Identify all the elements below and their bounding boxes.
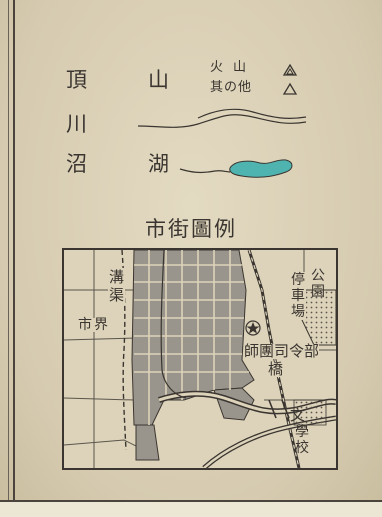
city-legend-title: 市街圖例 [145, 217, 237, 241]
other-peak-triangle-icon [282, 82, 298, 95]
legend-lake-label: 湖 [148, 152, 169, 176]
railway-dashes [248, 250, 300, 468]
school-area [293, 399, 327, 426]
legend-swamp-label: 沼 [66, 152, 87, 176]
legend-volcano-label: 火山 [210, 60, 257, 75]
city-boundary-label: 市界 [78, 317, 110, 333]
school-label: 學校 [295, 424, 309, 456]
bridge-marks [268, 399, 290, 419]
legend-mountain-label: 山 [148, 68, 169, 92]
river-band-lower [202, 415, 336, 468]
legend-other-peak-label: 其の他 [210, 80, 253, 95]
canal-line [160, 250, 187, 399]
legend-river-label: 川 [66, 112, 87, 136]
park-label: 公園 [311, 268, 325, 300]
river-line-icon [137, 108, 307, 128]
river-water-lower [203, 416, 336, 468]
page-border-left [0, 0, 15, 500]
station-label: 停車場 [290, 272, 306, 320]
lake-shape-icon [179, 159, 293, 178]
volcano-triangle-icon [282, 63, 298, 76]
headquarters-star-icon [245, 320, 261, 336]
school-symbol-icon: 文 [290, 406, 306, 424]
canal-label: 溝渠 [108, 268, 125, 304]
page-border-bottom [0, 500, 382, 517]
bridge-label: 橋 [268, 360, 284, 378]
headquarters-label: 師團司令部 [244, 342, 320, 360]
legend-peak-label: 頂 [66, 68, 87, 92]
city-legend-map: 溝渠 市界 停車場 公園 師團司令部 橋 文 學校 [62, 248, 338, 470]
city-streets [134, 250, 249, 425]
city-map-drawing [64, 250, 336, 468]
